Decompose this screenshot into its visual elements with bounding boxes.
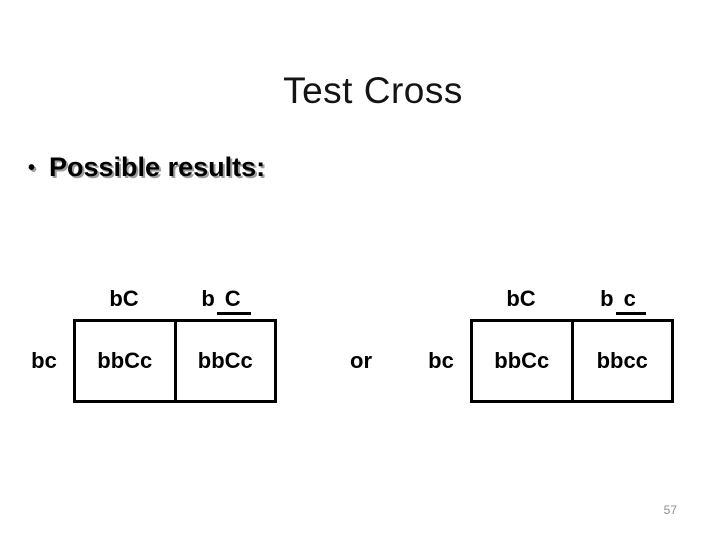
left-col-header-1: bC (109, 286, 139, 311)
left-col-header-2-prefix: b (201, 286, 215, 311)
left-punnett-cell-2: bbCc (173, 322, 275, 400)
right-punnett-square: bbCc bbcc (470, 319, 674, 403)
left-col-header-2-underlined: C (216, 286, 251, 315)
right-punnett-cell-1: bbCc (494, 348, 550, 373)
right-row-header: bc (428, 348, 454, 373)
left-punnett-cell-1: bbCc (97, 348, 153, 373)
page-number: 57 (663, 503, 677, 517)
slide-title: Test Cross (283, 70, 463, 111)
bullet-marker: • (28, 157, 36, 179)
right-punnett-cell-2: bbcc (570, 322, 672, 400)
bullet-label: Possible results: (49, 152, 266, 182)
or-connector: or (350, 348, 372, 373)
right-col-header-2-prefix: b (600, 286, 614, 311)
right-col-header-1: bC (506, 286, 536, 311)
right-col-header-2-underlined: c (615, 286, 646, 315)
left-row-header: bc (31, 348, 57, 373)
left-punnett-square: bbCc bbCc (73, 319, 277, 403)
bullet-item: • Possible results: (28, 152, 265, 183)
